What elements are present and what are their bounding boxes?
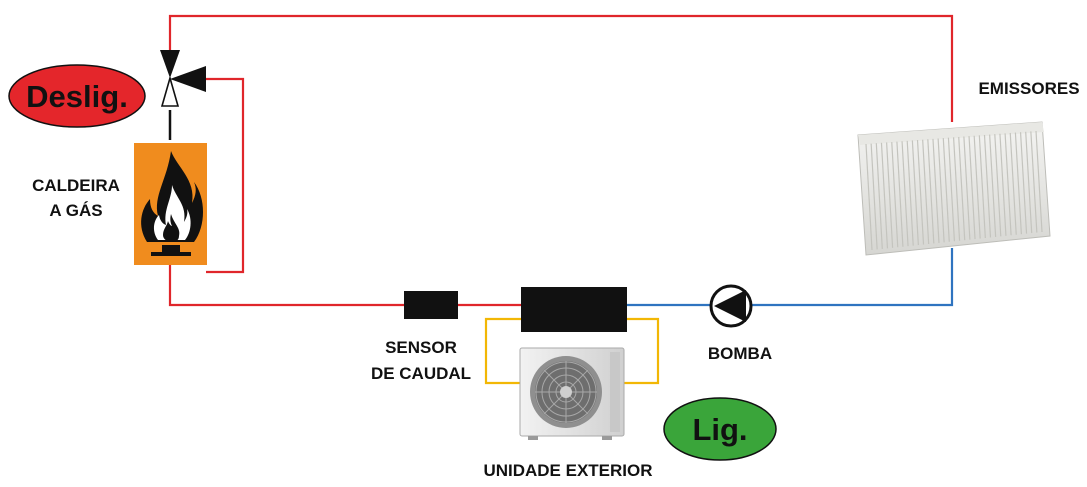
heat-exchanger	[521, 287, 627, 332]
pump-label: BOMBA	[708, 344, 772, 363]
boiler-status-badge: Deslig.	[8, 64, 146, 128]
heat-pump-status-badge: Lig.	[663, 397, 777, 461]
refrigerant-pipe-right	[622, 317, 660, 385]
hot-pipe-network	[168, 14, 954, 307]
boiler-label-line2: A GÁS	[49, 201, 102, 220]
pump-icon	[709, 284, 753, 328]
boiler-status-text: Deslig.	[26, 79, 128, 114]
fan-unit-icon	[519, 347, 625, 440]
emitter-return-pipe	[752, 248, 954, 307]
heat-pump-status-text: Lig.	[692, 412, 747, 447]
flame-icon	[141, 151, 203, 256]
bypass-pipe	[206, 77, 245, 274]
hot-supply-pipe	[168, 14, 954, 122]
refrigerant-pipes	[484, 317, 660, 385]
boiler-label-line1: CALDEIRA	[32, 176, 120, 195]
cold-pipe-network	[627, 248, 954, 307]
outdoor-unit-label: UNIDADE EXTERIOR	[483, 461, 652, 480]
radiator-icon	[857, 121, 1051, 256]
flow-sensor	[404, 291, 458, 319]
flow-sensor-label-line1: SENSOR	[385, 338, 457, 357]
boiler	[134, 143, 207, 265]
emitters-label: EMISSORES	[978, 79, 1079, 98]
boiler-return-pipe	[168, 262, 405, 307]
flow-sensor-label-line2: DE CAUDAL	[371, 364, 471, 383]
three-way-valve-icon	[160, 50, 206, 107]
refrigerant-pipe-left	[484, 317, 521, 385]
